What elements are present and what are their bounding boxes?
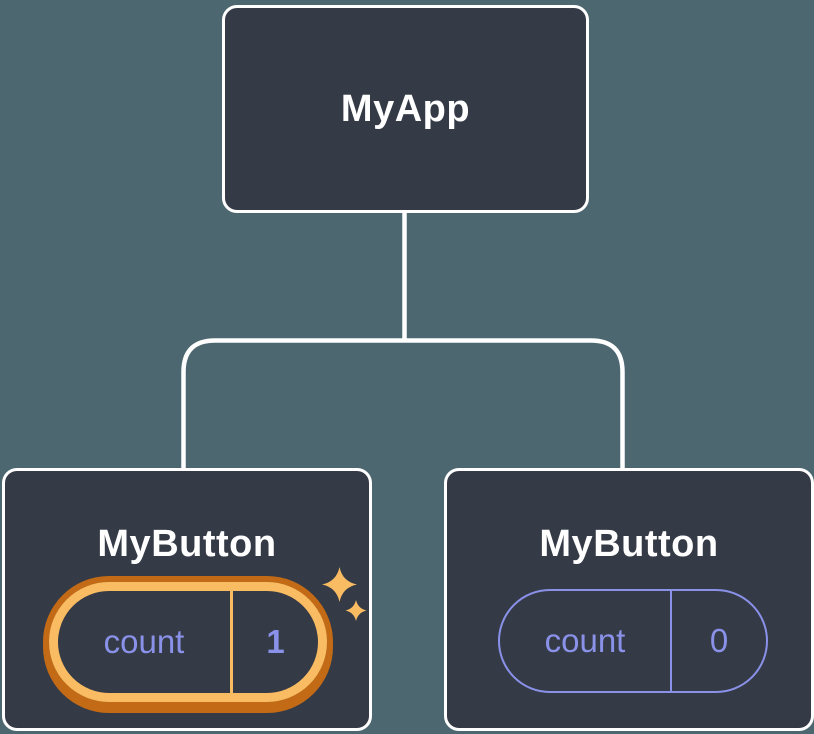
state-pill: count 0 [498,589,768,693]
sparkles-icon [322,567,367,621]
child-node-left-label: MyButton [97,523,277,565]
state-value: 0 [709,622,729,659]
state-key-label: count [58,591,233,693]
root-node: MyApp [222,5,589,213]
state-value: 1 [266,623,285,660]
sparkle-small [345,600,367,621]
state-pill-highlighted: count 1 [49,582,327,702]
state-key-label: count [500,591,672,691]
child-node-left: MyButton count 1 [2,468,372,731]
child-node-right: MyButton count 0 [444,468,814,731]
sparkle-large [322,567,357,602]
root-node-label: MyApp [340,87,471,130]
child-node-right-label: MyButton [539,523,719,565]
connector-bracket [181,338,625,469]
